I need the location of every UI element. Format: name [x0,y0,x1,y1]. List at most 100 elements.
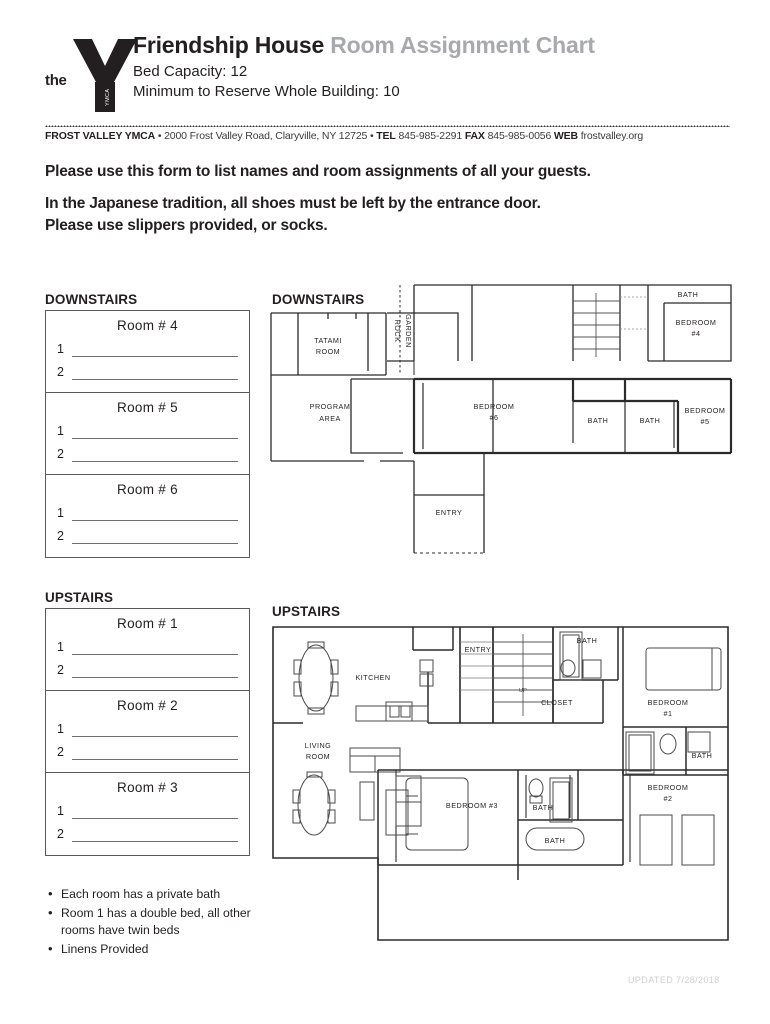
plan-label-bedroom-1: BEDROOM [648,698,689,707]
guest-name-input[interactable] [72,818,238,819]
guest-name-row[interactable]: 1 [55,719,240,742]
guest-row-number: 2 [57,827,64,841]
contact-fax-label: FAX [464,130,485,142]
plan-label-bedroom-6-num: #6 [490,413,499,422]
plan-label-kitchen: KITCHEN [355,673,390,682]
upstairs-floorplan-svg: KITCHEN ENTRY BATH CLOSET BEDROOM #1 LIV… [272,626,729,941]
list-item-line-2: other rooms have twin beds [61,905,251,938]
guest-name-row[interactable]: 2 [55,824,240,847]
logo-the-text: the [45,72,67,89]
guest-name-row[interactable]: 2 [55,526,240,549]
guest-name-input[interactable] [72,654,238,655]
guest-row-number: 2 [57,529,64,543]
plan-label-bedroom-2-num: #2 [664,794,673,803]
guest-row-number: 1 [57,804,64,818]
notes-list: Each room has a private bath Room 1 has … [48,885,263,959]
list-item: Each room has a private bath [48,885,263,904]
header-divider [45,125,730,127]
room-card[interactable]: Room # 4 1 2 [46,311,249,393]
plan-label-bath-top: BATH [577,636,598,645]
y-icon: YMCA [73,38,138,112]
room-title: Room # 6 [117,482,178,497]
plan-label-bath-mid: BATH [533,803,554,812]
contact-sep-1: • [155,130,165,142]
plan-label-bedroom-5: BEDROOM [685,406,726,415]
guest-name-row[interactable]: 2 [55,362,240,385]
downstairs-floorplan-svg: TATAMI ROOM ROCK GARDEN PROGRAM AREA ENT… [270,284,733,554]
page-header: the YMCA Friendship House Room Assignmen… [45,32,730,122]
room-card[interactable]: Room # 1 1 2 [46,609,249,691]
list-item: Room 1 has a double bed, all other rooms… [48,904,263,940]
page-title: Friendship House Room Assignment Chart [133,32,733,58]
bed-capacity-text: Bed Capacity: 12 [133,63,248,80]
upstairs-room-group: Room # 1 1 2 Room # 2 1 2 Room # 3 [45,608,250,856]
room-card[interactable]: Room # 3 1 2 [46,773,249,855]
room-title: Room # 4 [117,318,178,333]
guest-row-number: 2 [57,365,64,379]
title-main: Friendship House [133,32,325,58]
footer-updated: UPDATED 7/28/2018 [628,975,720,985]
header-title-block: Friendship House Room Assignment Chart B… [133,32,733,102]
upstairs-list-heading: UPSTAIRS [45,590,114,605]
instruction-line-2a: In the Japanese tradition, all shoes mus… [45,195,541,212]
downstairs-floorplan: TATAMI ROOM ROCK GARDEN PROGRAM AREA ENT… [268,283,733,558]
plan-label-living-room-2: ROOM [306,752,330,761]
room-title: Room # 3 [117,780,178,795]
contact-org: FROST VALLEY YMCA [45,130,156,142]
guest-name-input[interactable] [72,736,238,737]
room-card[interactable]: Room # 5 1 2 [46,393,249,475]
plan-label-bedroom-6: BEDROOM [474,402,515,411]
contact-fax: 845-985-0056 [484,130,554,142]
guest-name-input[interactable] [72,677,238,678]
contact-tel-label: TEL [376,130,396,142]
plan-label-entry: ENTRY [436,508,463,517]
upstairs-plan-heading: UPSTAIRS [272,604,341,619]
plan-label-rock-garden-2: GARDEN [404,314,413,348]
guest-row-number: 1 [57,722,64,736]
guest-row-number: 1 [57,424,64,438]
guest-name-row[interactable]: 2 [55,444,240,467]
downstairs-list-heading: DOWNSTAIRS [45,292,138,307]
guest-name-row[interactable]: 2 [55,660,240,683]
plan-label-entry: ENTRY [465,645,492,654]
plan-label-bath-top: BATH [678,290,699,299]
list-item-line-1: Room 1 has a double bed, all [61,905,220,920]
guest-name-input[interactable] [72,438,238,439]
guest-name-row[interactable]: 1 [55,801,240,824]
guest-name-input[interactable] [72,841,238,842]
plan-label-bedroom-3: BEDROOM #3 [446,801,498,810]
ymca-logo: the YMCA [45,34,140,116]
contact-web[interactable]: frostvalley.org [577,130,644,142]
guest-name-input[interactable] [72,356,238,357]
guest-name-input[interactable] [72,461,238,462]
guest-row-number: 1 [57,506,64,520]
contact-line: FROST VALLEY YMCA • 2000 Frost Valley Ro… [45,130,735,142]
guest-row-number: 2 [57,447,64,461]
guest-name-row[interactable]: 1 [55,503,240,526]
guest-name-row[interactable]: 1 [55,421,240,444]
contact-sep-2: • [367,130,377,142]
guest-name-row[interactable]: 1 [55,637,240,660]
guest-name-input[interactable] [72,520,238,521]
guest-row-number: 2 [57,745,64,759]
instruction-line-1: Please use this form to list names and r… [45,163,591,180]
plan-label-rock-garden: ROCK [393,320,402,343]
plan-label-bath-a: BATH [588,416,609,425]
room-card[interactable]: Room # 2 1 2 [46,691,249,773]
guest-name-input[interactable] [72,379,238,380]
contact-address: 2000 Frost Valley Road, Claryville, NY 1… [164,130,368,142]
plan-label-bedroom-5-num: #5 [701,417,710,426]
plan-label-bath-low: BATH [545,836,566,845]
room-title: Room # 5 [117,400,178,415]
downstairs-room-group: Room # 4 1 2 Room # 5 1 2 Room # 6 [45,310,250,558]
room-card[interactable]: Room # 6 1 2 [46,475,249,557]
guest-name-input[interactable] [72,543,238,544]
room-title: Room # 1 [117,616,178,631]
guest-name-row[interactable]: 1 [55,339,240,362]
plan-label-bedroom-1-num: #1 [664,709,673,718]
guest-name-input[interactable] [72,759,238,760]
upstairs-floorplan: KITCHEN ENTRY BATH CLOSET BEDROOM #1 LIV… [268,620,733,950]
plan-label-tatami-room-2: ROOM [316,347,340,356]
plan-label-stairs-up: UP [519,688,527,694]
guest-name-row[interactable]: 2 [55,742,240,765]
